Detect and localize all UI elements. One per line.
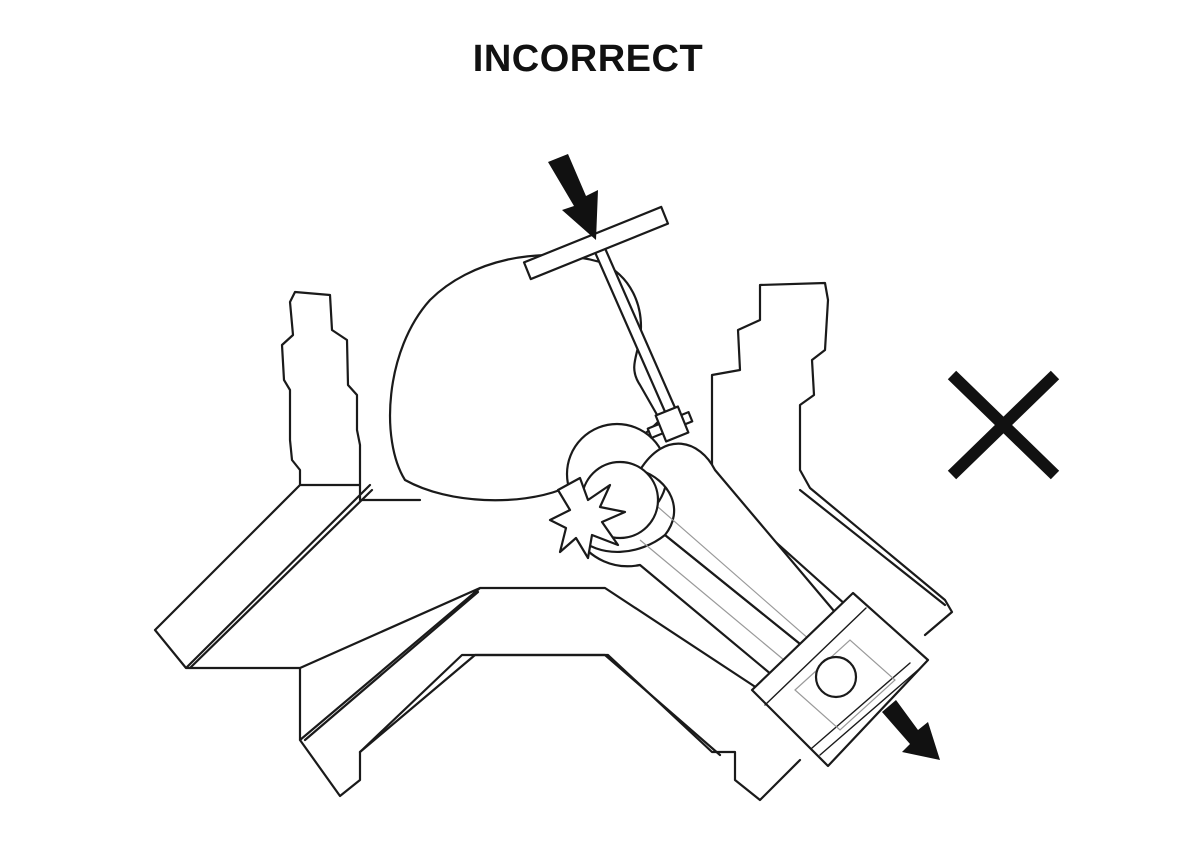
impact-burst-icon	[548, 476, 627, 560]
x-mark-icon	[947, 370, 1060, 480]
diagram-title: INCORRECT	[472, 38, 704, 80]
diagonal-arrow-icon	[882, 700, 940, 760]
cylinder-bore-left	[188, 488, 480, 742]
engine-block	[153, 281, 954, 802]
engine-block-outline	[153, 281, 954, 802]
piston	[750, 591, 930, 768]
block-valley	[358, 653, 722, 757]
t-handle-tool	[522, 205, 694, 443]
down-arrow-icon	[548, 154, 598, 240]
piston-pin	[814, 655, 858, 699]
